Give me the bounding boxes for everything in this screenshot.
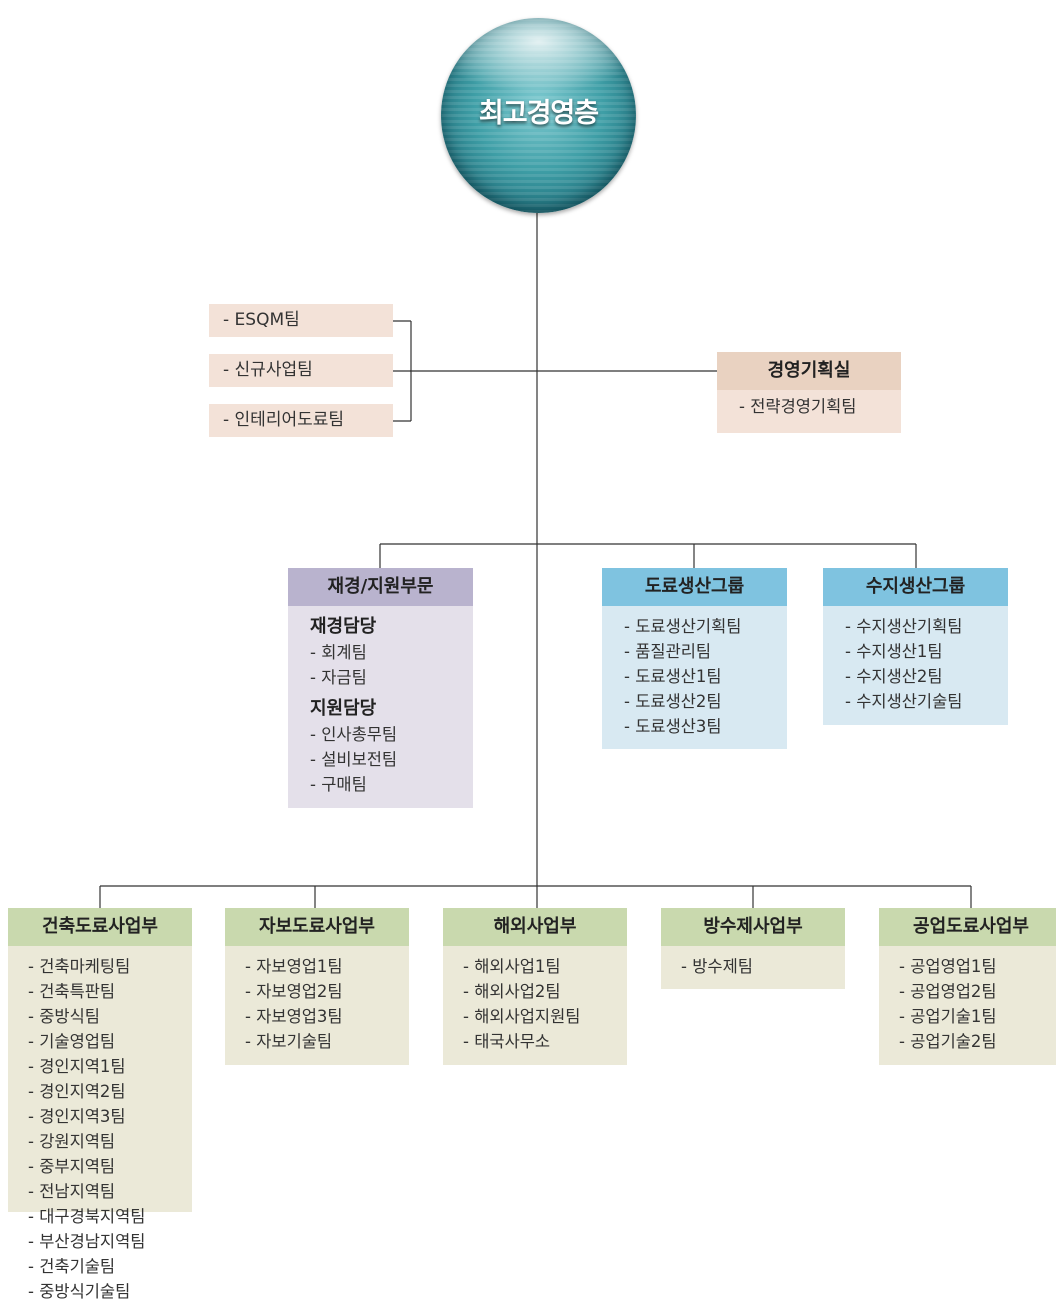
- team-item: 경인지역1팀: [28, 1054, 192, 1079]
- team-item: 공업영업1팀: [899, 954, 1056, 979]
- team-item: 회계팀: [310, 640, 473, 665]
- business-unit-title: 건축도료사업부: [8, 908, 192, 946]
- team-item: 품질관리팀: [624, 639, 787, 664]
- side-team-esqm: - ESQM팀: [209, 304, 393, 337]
- team-item: 자보영업3팀: [245, 1004, 409, 1029]
- team-item: 부산경남지역팀: [28, 1229, 192, 1254]
- business-unit-title: 해외사업부: [443, 908, 627, 946]
- team-item: 태국사무소: [463, 1029, 627, 1054]
- team-item: 대구경북지역팀: [28, 1204, 192, 1229]
- ceo-node: 최고경영층: [441, 18, 636, 213]
- finance-support-box: 재경/지원부문 재경담당 회계팀 자금팀 지원담당 인사총무팀 설비보전팀 구매…: [288, 568, 473, 808]
- resin-production-title: 수지생산그룹: [823, 568, 1008, 606]
- business-unit-waterproofing: 방수제사업부 방수제팀: [661, 908, 845, 989]
- team-item: 기술영업팀: [28, 1029, 192, 1054]
- team-item: 도료생산2팀: [624, 689, 787, 714]
- team-item: 자보기술팀: [245, 1029, 409, 1054]
- team-item: 수지생산1팀: [845, 639, 1008, 664]
- team-item: 자금팀: [310, 665, 473, 690]
- side-team-label: 신규사업팀: [234, 360, 313, 380]
- team-item: 도료생산기획팀: [624, 614, 787, 639]
- business-unit-industrial: 공업도료사업부 공업영업1팀 공업영업2팀 공업기술1팀 공업기술2팀: [879, 908, 1056, 1065]
- business-unit-overseas: 해외사업부 해외사업1팀 해외사업2팀 해외사업지원팀 태국사무소: [443, 908, 627, 1065]
- team-item: 건축특판팀: [28, 979, 192, 1004]
- team-item: 중방식기술팀: [28, 1279, 192, 1304]
- team-item: 중부지역팀: [28, 1154, 192, 1179]
- team-item: 강원지역팀: [28, 1129, 192, 1154]
- business-unit-title: 자보도료사업부: [225, 908, 409, 946]
- team-item: 공업영업2팀: [899, 979, 1056, 1004]
- side-team-label: 인테리어도료팀: [234, 410, 345, 430]
- paint-production-box: 도료생산그룹 도료생산기획팀 품질관리팀 도료생산1팀 도료생산2팀 도료생산3…: [602, 568, 787, 749]
- team-item: 해외사업2팀: [463, 979, 627, 1004]
- team-item: 중방식팀: [28, 1004, 192, 1029]
- team-item: 경인지역2팀: [28, 1079, 192, 1104]
- business-unit-automotive: 자보도료사업부 자보영업1팀 자보영업2팀 자보영업3팀 자보기술팀: [225, 908, 409, 1065]
- team-item: 해외사업지원팀: [463, 1004, 627, 1029]
- team-item: 수지생산기술팀: [845, 689, 1008, 714]
- side-team-new-business: - 신규사업팀: [209, 354, 393, 387]
- team-item: 도료생산3팀: [624, 714, 787, 739]
- team-item: 수지생산2팀: [845, 664, 1008, 689]
- business-unit-architectural: 건축도료사업부 건축마케팅팀 건축특판팀 중방식팀 기술영업팀 경인지역1팀 경…: [8, 908, 192, 1301]
- team-item: 자보영업2팀: [245, 979, 409, 1004]
- support-section-title: 지원담당: [310, 698, 377, 719]
- team-item: 인사총무팀: [310, 722, 473, 747]
- team-item: 설비보전팀: [310, 747, 473, 772]
- side-team-label: ESQM팀: [234, 310, 300, 330]
- resin-production-box: 수지생산그룹 수지생산기획팀 수지생산1팀 수지생산2팀 수지생산기술팀: [823, 568, 1008, 725]
- business-unit-title: 공업도료사업부: [879, 908, 1056, 946]
- team-item: 경인지역3팀: [28, 1104, 192, 1129]
- team-item: 공업기술2팀: [899, 1029, 1056, 1054]
- paint-production-title: 도료생산그룹: [602, 568, 787, 606]
- team-item: 건축기술팀: [28, 1254, 192, 1279]
- planning-office-title: 경영기획실: [717, 352, 901, 390]
- team-item: 방수제팀: [681, 954, 845, 979]
- team-item: 건축마케팅팀: [28, 954, 192, 979]
- team-item: 전략경영기획팀: [739, 394, 901, 419]
- planning-office-box: 경영기획실 전략경영기획팀: [717, 352, 901, 433]
- team-item: 도료생산1팀: [624, 664, 787, 689]
- team-item: 전남지역팀: [28, 1179, 192, 1204]
- finance-support-title: 재경/지원부문: [288, 568, 473, 606]
- team-item: 구매팀: [310, 772, 473, 797]
- team-item: 해외사업1팀: [463, 954, 627, 979]
- team-item: 공업기술1팀: [899, 1004, 1056, 1029]
- team-item: 자보영업1팀: [245, 954, 409, 979]
- ceo-label: 최고경영층: [478, 98, 599, 129]
- team-item: 수지생산기획팀: [845, 614, 1008, 639]
- finance-section-title: 재경담당: [310, 616, 377, 637]
- business-unit-title: 방수제사업부: [661, 908, 845, 946]
- side-team-interior-paint: - 인테리어도료팀: [209, 404, 393, 437]
